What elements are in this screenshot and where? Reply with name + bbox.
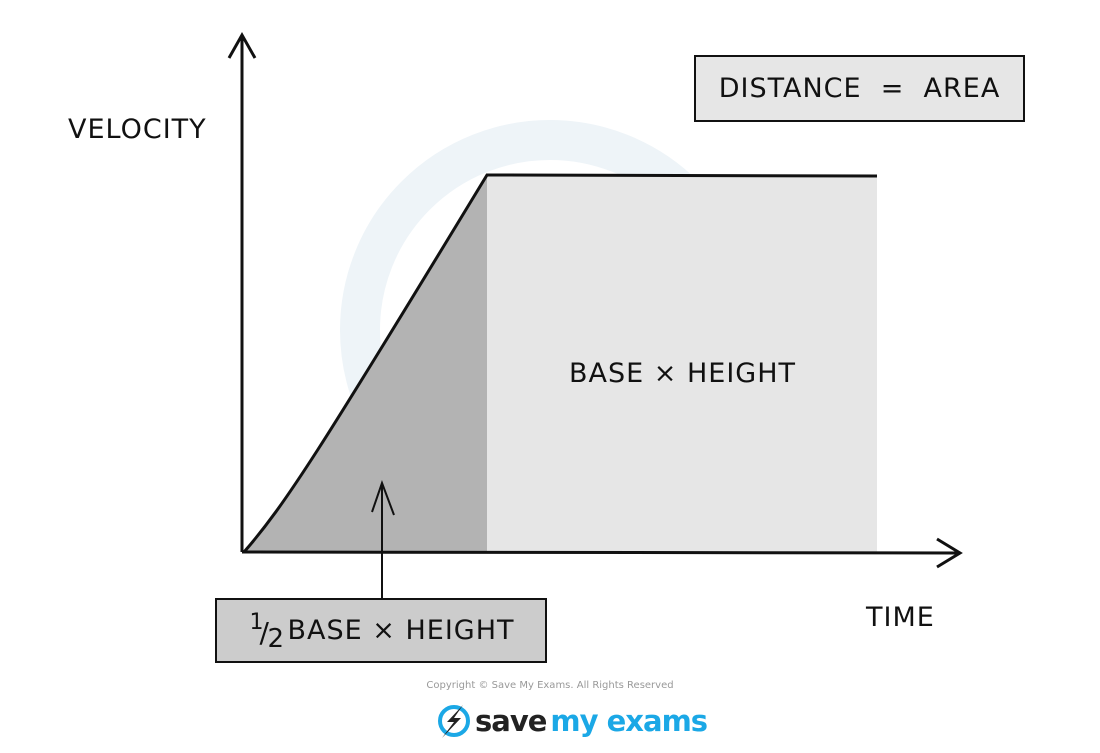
x-axis [241, 537, 963, 569]
rectangle-area [487, 176, 877, 552]
fraction-slash: / [259, 615, 270, 649]
y-axis [227, 31, 257, 552]
lightning-logo-icon [438, 705, 470, 738]
save-my-exams-logo: save my exams [437, 703, 708, 739]
triangle-area [244, 175, 487, 552]
distance-area-box: DISTANCE = AREA [694, 55, 1025, 122]
triangle-area-box: 1 / 2 BASE × HEIGHT [215, 598, 547, 663]
fraction-numerator: 1 [249, 609, 265, 635]
x-axis-label: TIME [866, 602, 935, 633]
logo-save-text: save [475, 704, 547, 738]
fraction-denominator: 2 [267, 623, 286, 654]
half-fraction: 1 / 2 [247, 610, 285, 654]
y-axis-label: VELOCITY [68, 114, 207, 145]
triangle-area-text: BASE × HEIGHT [287, 615, 515, 646]
copyright-text: Copyright © Save My Exams. All Rights Re… [426, 680, 674, 691]
rectangle-area-label: BASE × HEIGHT [569, 358, 797, 389]
distance-area-text: DISTANCE = AREA [718, 73, 1001, 104]
velocity-curve [242, 173, 878, 553]
pointer-arrow [371, 480, 395, 598]
logo-myexams-text: my exams [550, 704, 708, 738]
